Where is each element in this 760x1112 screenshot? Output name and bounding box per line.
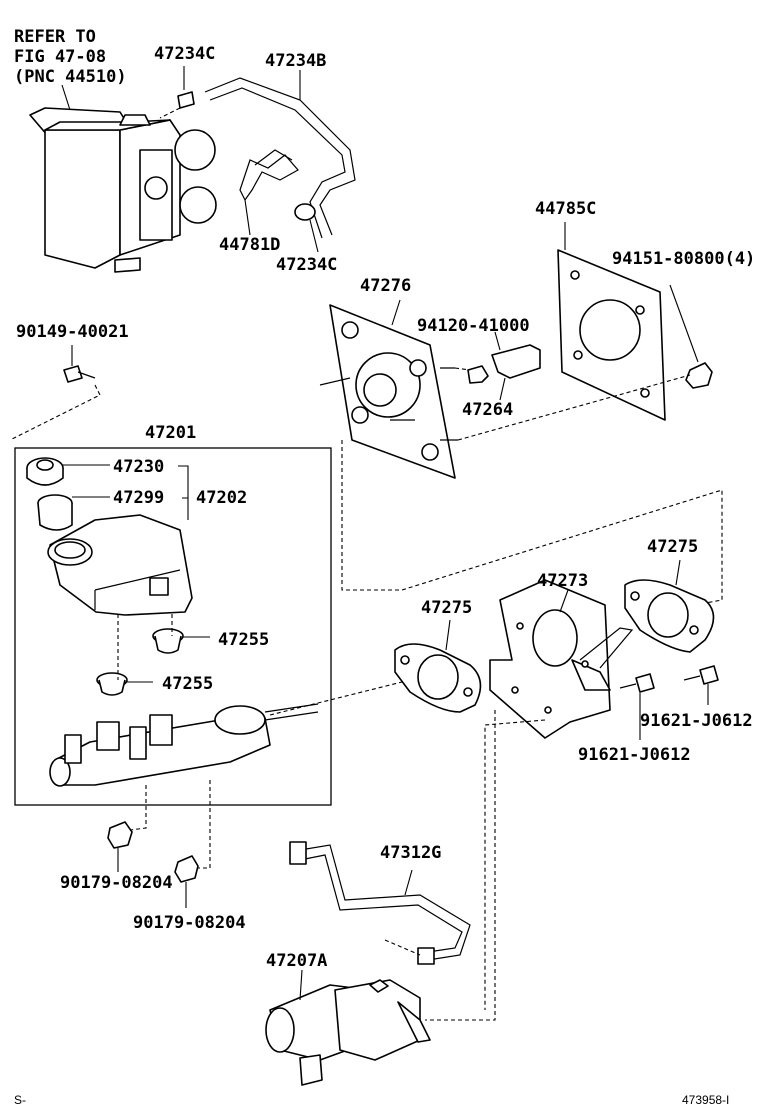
label-47275-left[interactable]: 47275 bbox=[421, 598, 472, 618]
hose-47234b bbox=[204, 70, 356, 239]
label-47234c-bottom[interactable]: 47234C bbox=[276, 255, 337, 275]
bolt-91621-b bbox=[683, 665, 719, 705]
footer-right: 473958-I bbox=[682, 1093, 729, 1107]
nut-94120 bbox=[467, 365, 489, 384]
label-47234b[interactable]: 47234B bbox=[265, 51, 326, 71]
note-refer-to: REFER TO FIG 47-08 (PNC 44510) bbox=[14, 27, 127, 87]
abs-actuator bbox=[29, 84, 217, 273]
hose-clamp-top bbox=[159, 66, 195, 119]
label-47312g[interactable]: 47312G bbox=[380, 843, 441, 863]
gasket-44785c bbox=[557, 222, 666, 421]
nut-90179-b bbox=[174, 855, 199, 908]
spring-clip-44781d bbox=[239, 149, 299, 236]
bracket-47264 bbox=[491, 331, 541, 401]
note-line-2: FIG 47-08 bbox=[14, 47, 106, 67]
label-91621-b[interactable]: 91621-J0612 bbox=[578, 745, 691, 765]
label-47255-b[interactable]: 47255 bbox=[162, 674, 213, 694]
note-line-1: REFER TO bbox=[14, 27, 96, 47]
nut-94151 bbox=[669, 284, 713, 389]
master-cylinder-body bbox=[49, 679, 411, 787]
label-47276[interactable]: 47276 bbox=[360, 276, 411, 296]
gasket-47275-right bbox=[624, 559, 715, 653]
footer-left: S- bbox=[14, 1093, 26, 1107]
label-47273[interactable]: 47273 bbox=[537, 571, 588, 591]
bracket-47273 bbox=[489, 579, 634, 739]
grommet-47255-upper bbox=[152, 628, 210, 654]
label-47201[interactable]: 47201 bbox=[145, 423, 196, 443]
label-47202[interactable]: 47202 bbox=[196, 488, 247, 508]
group-box-47201 bbox=[14, 447, 332, 806]
bolt-90149 bbox=[63, 345, 96, 383]
label-44785c[interactable]: 44785C bbox=[535, 199, 596, 219]
clutch-master-cylinder-47207a bbox=[265, 969, 431, 1086]
label-90179-a[interactable]: 90179-08204 bbox=[60, 873, 173, 893]
reservoir-47202 bbox=[47, 465, 193, 616]
reservoir-cap-47230 bbox=[26, 457, 110, 486]
bolt-91621-a bbox=[619, 673, 655, 740]
label-90179-b[interactable]: 90179-08204 bbox=[133, 913, 246, 933]
label-47264[interactable]: 47264 bbox=[462, 400, 513, 420]
label-94151[interactable]: 94151-80800(4) bbox=[612, 249, 755, 269]
label-47234c-top[interactable]: 47234C bbox=[154, 44, 215, 64]
label-44781d[interactable]: 44781D bbox=[219, 235, 280, 255]
nut-90179-a bbox=[107, 821, 133, 872]
gasket-47275-left bbox=[394, 619, 482, 713]
label-94120[interactable]: 94120-41000 bbox=[417, 316, 530, 336]
note-line-3: (PNC 44510) bbox=[14, 67, 127, 87]
strainer-47299 bbox=[37, 494, 110, 531]
grommet-47255-lower bbox=[96, 672, 153, 696]
label-91621-a[interactable]: 91621-J0612 bbox=[640, 711, 753, 731]
label-47207a[interactable]: 47207A bbox=[266, 951, 327, 971]
label-47230[interactable]: 47230 bbox=[113, 457, 164, 477]
label-47299[interactable]: 47299 bbox=[113, 488, 164, 508]
label-47255-a[interactable]: 47255 bbox=[218, 630, 269, 650]
plate-47276 bbox=[319, 299, 458, 479]
label-47275-right[interactable]: 47275 bbox=[647, 537, 698, 557]
label-90149[interactable]: 90149-40021 bbox=[16, 322, 129, 342]
hose-clamp-bottom bbox=[294, 203, 319, 253]
tube-47312g bbox=[289, 841, 471, 965]
